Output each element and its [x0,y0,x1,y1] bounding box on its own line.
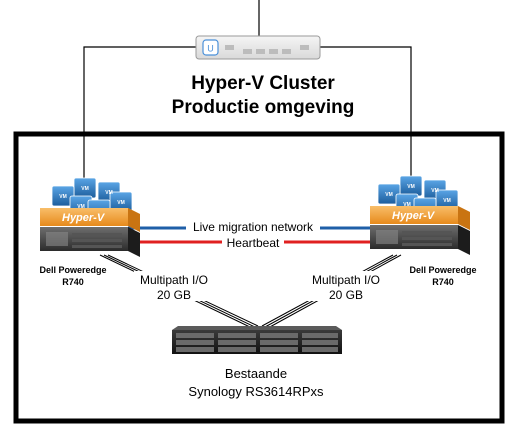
switch-logo-glyph: U [207,44,214,54]
hyperv-brand-label: Hyper-V [392,210,436,222]
multipath-right-size: 20 GB [329,288,363,302]
svg-text:VM: VM [105,190,113,196]
hyperv-host-left: VM VM VM VM VM VM Hyper-V [40,177,140,257]
multipath-left-size: 20 GB [157,288,191,302]
svg-text:VM: VM [431,188,439,194]
host-right-name-line1: Dell Poweredge [409,265,476,275]
svg-text:VM: VM [403,202,411,208]
cluster-boundary [13,131,505,424]
svg-text:VM: VM [443,198,451,204]
live-migration-label: Live migration network [193,220,314,234]
multipath-right-label: Multipath I/O [312,273,380,287]
switch-link-right [320,46,412,182]
svg-text:VM: VM [407,184,415,190]
diagram-title-line1: Hyper-V Cluster [191,73,335,94]
svg-text:VM: VM [81,186,89,192]
diagram-title-line2: Productie omgeving [172,97,355,118]
host-left-name-line1: Dell Poweredge [39,265,106,275]
storage-label-line2: Synology RS3614RPxs [188,384,324,399]
svg-text:VM: VM [77,204,85,210]
storage-label-line1: Bestaande [225,366,287,381]
switch-logo-icon [202,39,219,56]
switch-link-left [83,46,196,182]
hyperv-host-right: VM VM VM VM VM VM Hyper-V [370,175,470,255]
hyperv-brand-label: Hyper-V [62,212,106,224]
svg-text:VM: VM [117,200,125,206]
synology-nas [172,326,342,354]
svg-text:VM: VM [59,194,67,200]
svg-text:VM: VM [385,192,393,198]
heartbeat-label: Heartbeat [227,236,280,250]
network-switch: U [195,35,321,60]
host-right-name-line2: R740 [432,277,454,287]
host-left-name-line2: R740 [62,277,84,287]
multipath-left-label: Multipath I/O [140,273,208,287]
